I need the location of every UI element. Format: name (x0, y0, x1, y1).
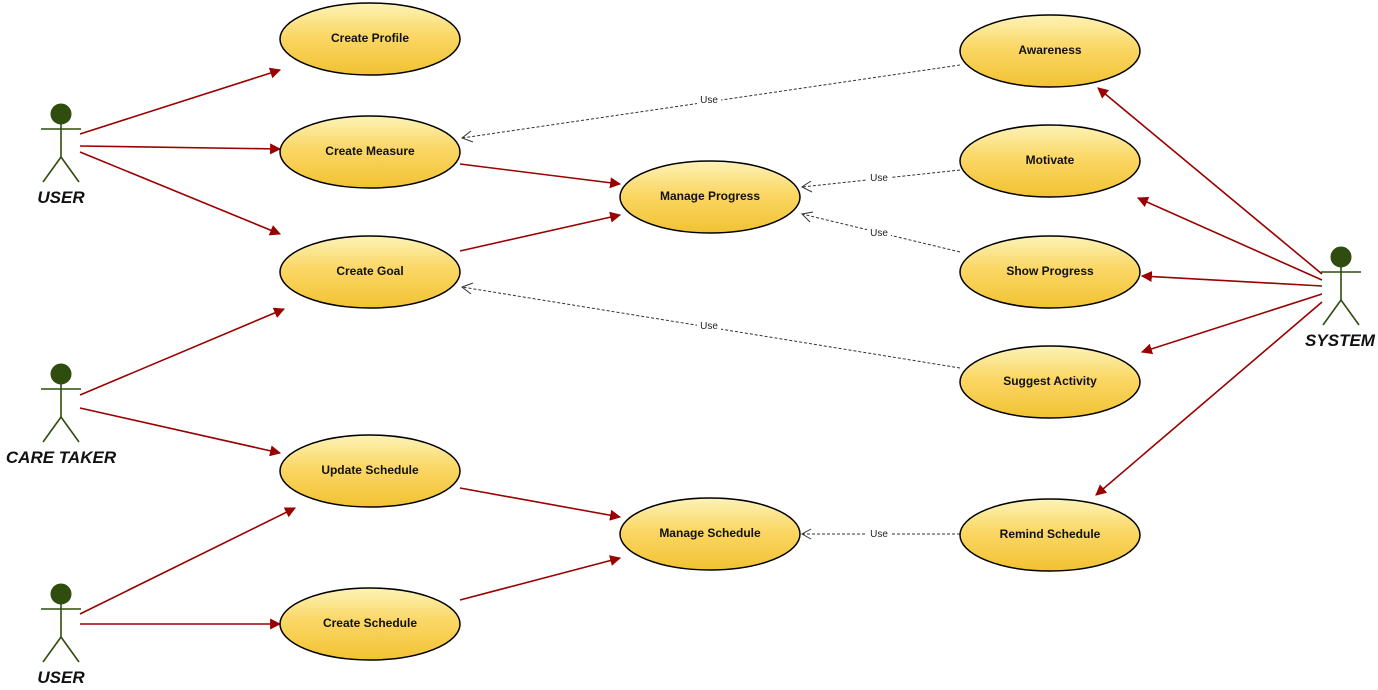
use-case-label: Remind Schedule (1000, 527, 1101, 541)
use-case-manage-schedule[interactable]: Manage Schedule (619, 497, 801, 571)
assoc-system-awareness (1097, 87, 1323, 275)
dependency-awareness-create-measure: Use (460, 64, 961, 143)
use-case-show-progress[interactable]: Show Progress (959, 235, 1141, 309)
use-case-label: Show Progress (1006, 264, 1094, 278)
use-case-label: Create Profile (331, 31, 409, 45)
dependency-motivate-manage-progress: Use (801, 169, 961, 193)
use-case-label: Motivate (1026, 153, 1075, 167)
assoc-goal-manage-progress (459, 211, 622, 252)
stick-figure-icon (41, 583, 81, 663)
use-case-label: Update Schedule (321, 463, 419, 477)
use-case-label: Create Schedule (323, 616, 417, 630)
assoc-user-create-measure (79, 143, 282, 155)
assoc-system-suggest-activity (1140, 293, 1323, 355)
use-case-remind-schedule[interactable]: Remind Schedule (959, 498, 1141, 572)
use-cases: Create Profile Create Measure Create Goa… (279, 2, 1141, 661)
use-case-manage-progress[interactable]: Manage Progress (619, 160, 801, 234)
assoc-user-create-profile (79, 67, 282, 135)
assoc-system-show-progress (1140, 271, 1323, 287)
actor-system[interactable]: SYSTEM (1305, 246, 1376, 350)
stick-figure-icon (1321, 246, 1361, 326)
use-case-create-profile[interactable]: Create Profile (279, 2, 461, 76)
assoc-update-manage-schedule (459, 487, 622, 521)
use-case-motivate[interactable]: Motivate (959, 124, 1141, 198)
actor-label: CARE TAKER (6, 448, 117, 467)
dependency-show-progress-manage-progress: Use (800, 211, 961, 253)
actor-care-taker[interactable]: CARE TAKER (6, 363, 117, 467)
actor-label: USER (37, 188, 85, 207)
assoc-measure-manage-progress (459, 163, 622, 189)
actor-user-bottom[interactable]: USER (37, 583, 85, 687)
actor-label: USER (37, 668, 85, 687)
use-case-update-schedule[interactable]: Update Schedule (279, 434, 461, 508)
dependency-label: Use (870, 529, 888, 540)
actors: USER CARE TAKER USER (6, 103, 1376, 687)
use-case-label: Create Goal (336, 264, 403, 278)
dependency-label: Use (870, 173, 888, 184)
use-case-label: Awareness (1018, 43, 1081, 57)
use-case-create-schedule[interactable]: Create Schedule (279, 587, 461, 661)
stick-figure-icon (41, 363, 81, 443)
assoc-system-motivate (1136, 197, 1323, 281)
assoc-caretaker-update-schedule (79, 407, 282, 457)
dependency-suggest-activity-create-goal: Use (460, 282, 961, 369)
dependency-label: Use (870, 228, 888, 239)
dependencies: Use Use Use Use Use (460, 64, 961, 540)
assoc-caretaker-create-goal (79, 307, 286, 396)
use-case-label: Manage Schedule (659, 526, 761, 540)
dependency-label: Use (700, 321, 718, 332)
actor-user-top[interactable]: USER (37, 103, 85, 207)
stick-figure-icon (41, 103, 81, 183)
dependency-remind-schedule-manage-schedule: Use (800, 527, 960, 540)
use-case-suggest-activity[interactable]: Suggest Activity (959, 345, 1141, 419)
use-case-create-goal[interactable]: Create Goal (279, 235, 461, 309)
actor-label: SYSTEM (1305, 331, 1376, 350)
use-case-create-measure[interactable]: Create Measure (279, 115, 461, 189)
assoc-user2-update-schedule (79, 507, 296, 615)
assoc-user-create-goal (79, 151, 282, 236)
use-case-awareness[interactable]: Awareness (959, 14, 1141, 88)
assoc-create-manage-schedule (459, 555, 622, 601)
use-case-label: Create Measure (325, 144, 415, 158)
use-case-label: Suggest Activity (1003, 374, 1097, 388)
dependency-label: Use (700, 95, 718, 106)
associations (79, 67, 1323, 630)
assoc-system-remind-schedule (1095, 301, 1323, 496)
use-case-label: Manage Progress (660, 189, 760, 203)
